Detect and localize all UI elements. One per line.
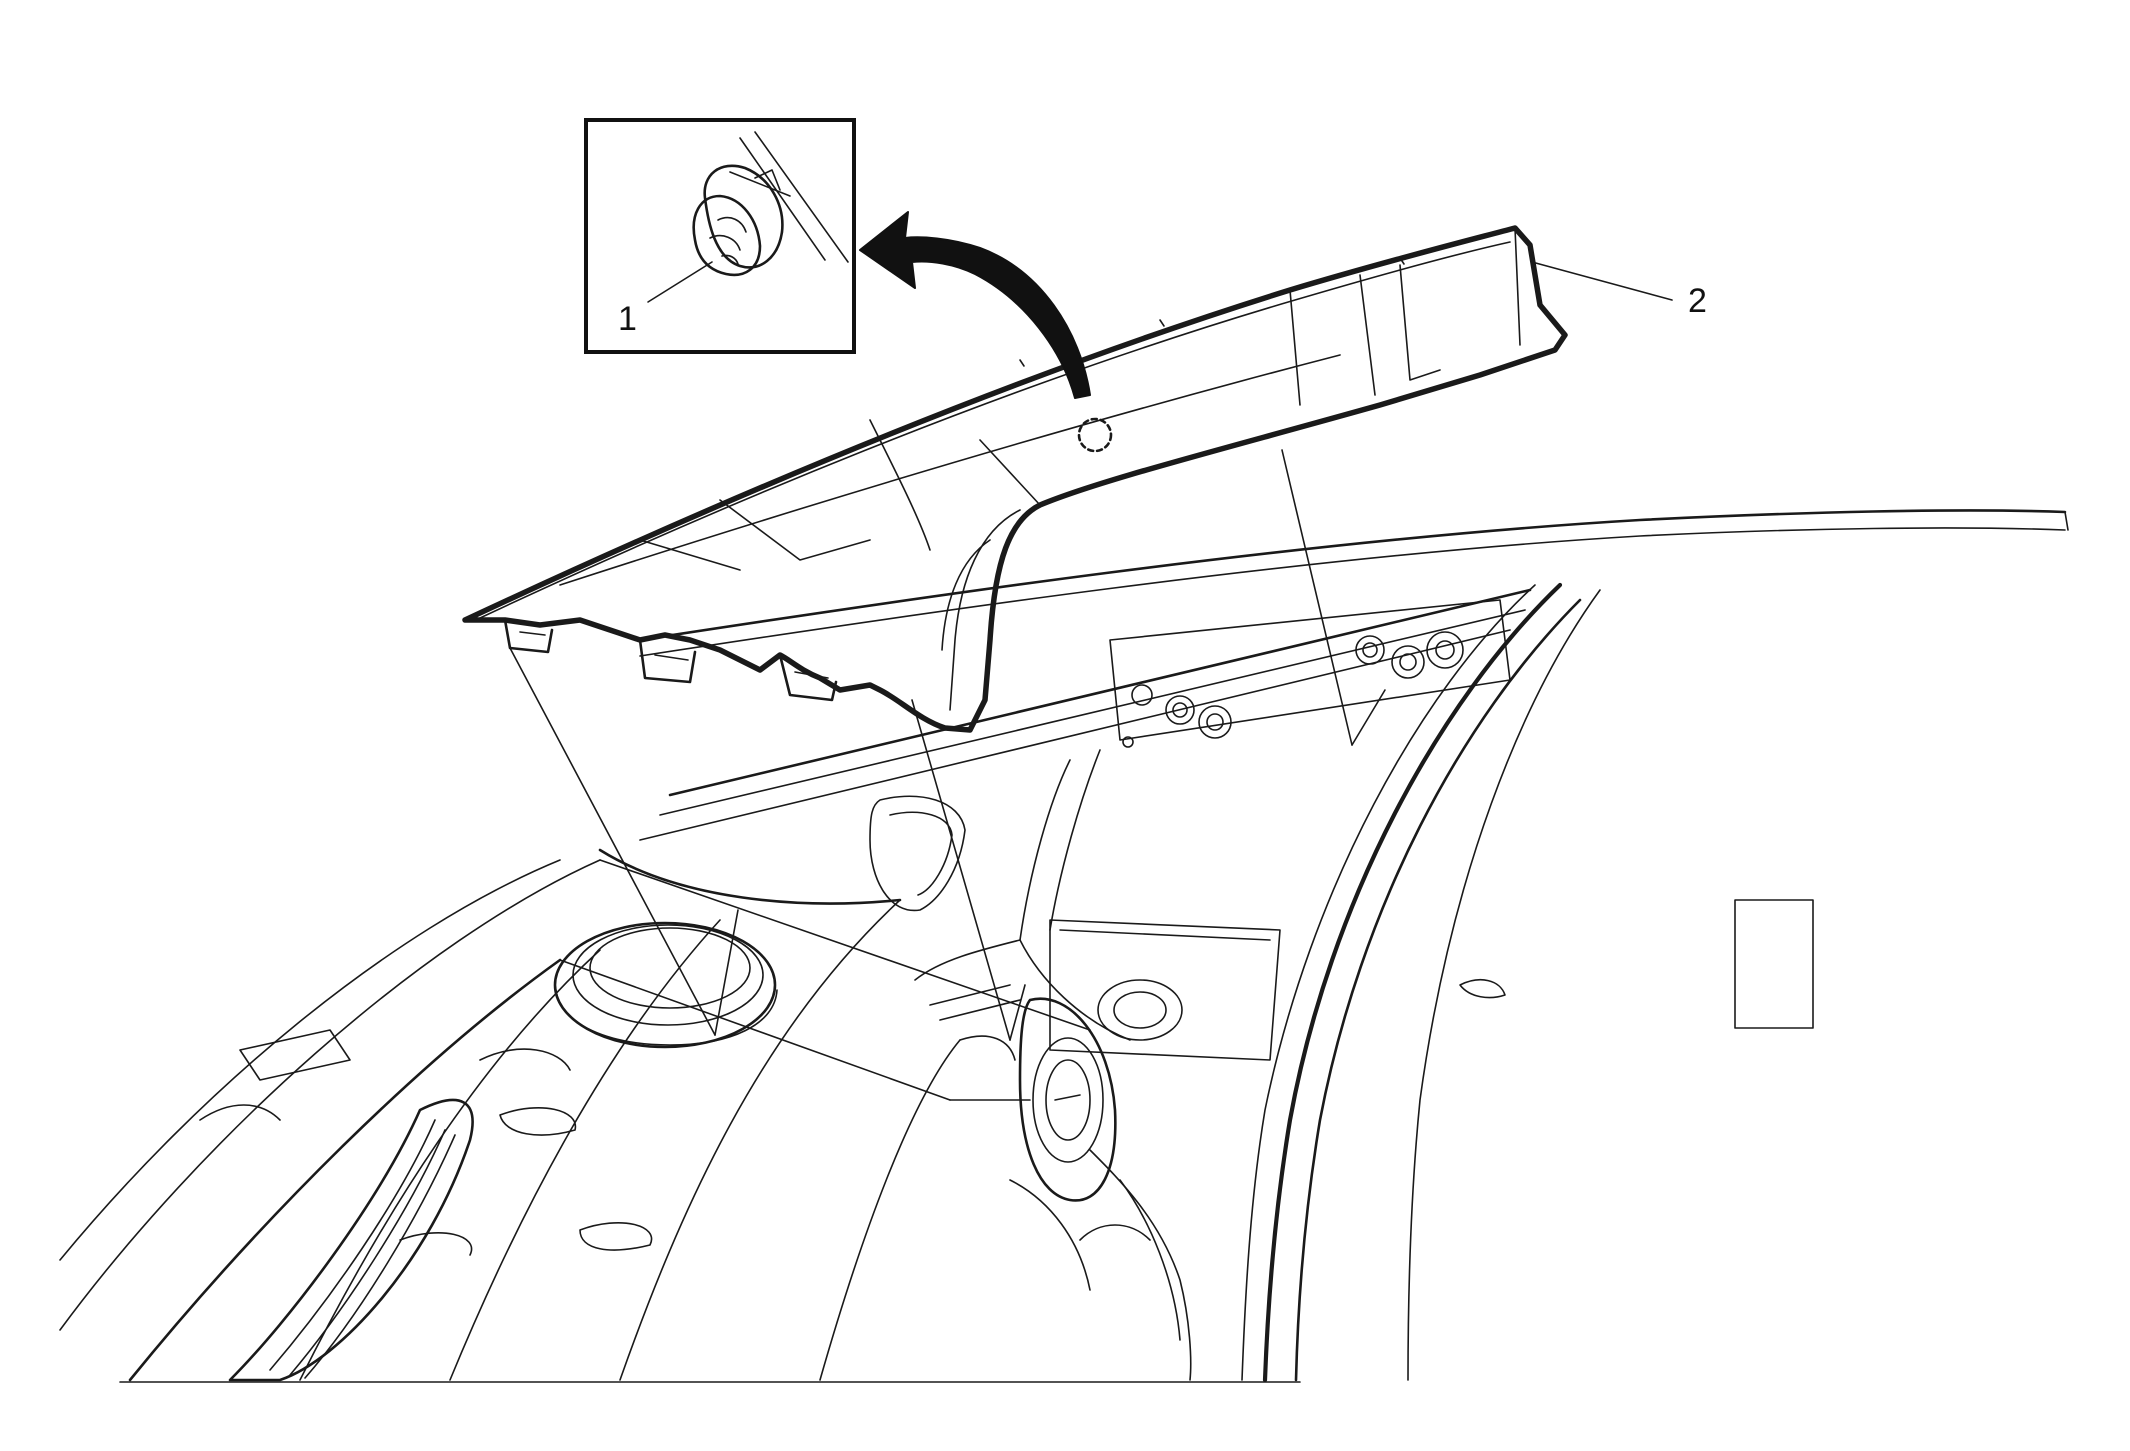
- clip-detail-inset: [584, 118, 856, 354]
- leader-lines: [509, 261, 1673, 1041]
- clip-location-marker: [1077, 417, 1113, 453]
- a-pillar-trim-panel: [462, 225, 1568, 733]
- callout-2-label: 2: [1688, 282, 1707, 320]
- callout-1-label: 1: [618, 300, 637, 338]
- detail-arrow: [859, 211, 1091, 399]
- vehicle-body: [59, 509, 2069, 1383]
